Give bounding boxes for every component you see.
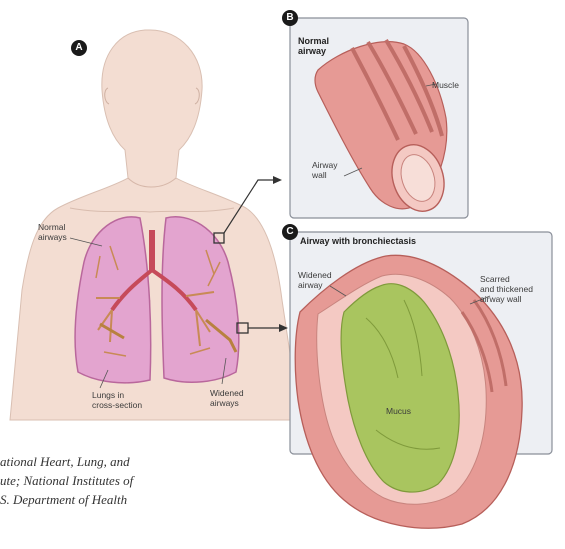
airway-wall-label: Airway wall (312, 160, 338, 180)
panel-a-badge: A (71, 40, 87, 56)
muscle-label: Muscle (432, 80, 459, 90)
image-credit: ational Heart, Lung, and ute; National I… (0, 452, 210, 509)
panel-c-title: Airway with bronchiectasis (300, 236, 416, 246)
panel-b-title: Normal airway (298, 36, 329, 56)
scarred-wall-label: Scarred and thickened airway wall (480, 274, 533, 304)
panel-b-badge: B (282, 10, 298, 26)
mucus-label: Mucus (386, 406, 411, 416)
lungs-cross-section-label: Lungs in cross-section (92, 390, 142, 410)
widened-airways-label: Widened airways (210, 388, 244, 408)
widened-airway-label: Widened airway (298, 270, 332, 290)
panel-c-badge: C (282, 224, 298, 240)
normal-airways-label: Normal airways (38, 222, 67, 242)
